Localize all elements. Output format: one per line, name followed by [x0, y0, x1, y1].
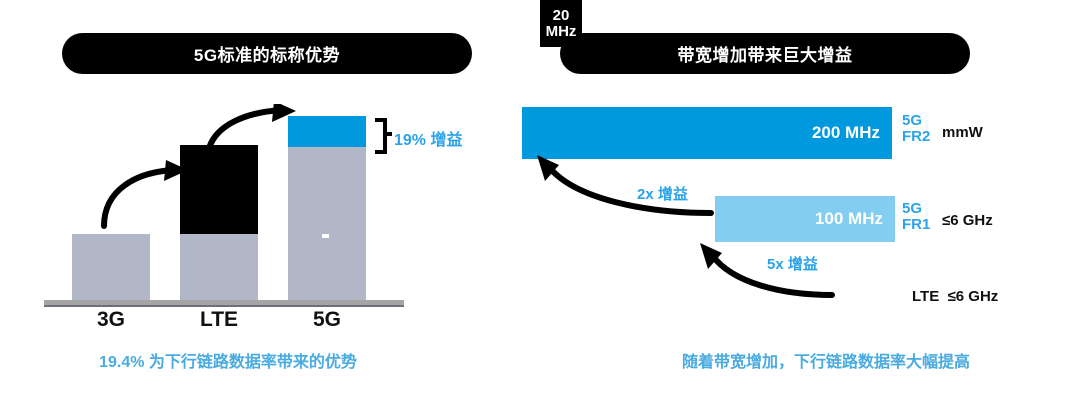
tech-label-5g-fr1: 5G FR1: [902, 201, 930, 233]
bandwidth-value-200mhz: 200 MHz: [811, 123, 880, 142]
left-panel-title: 5G标准的标称优势: [62, 33, 472, 74]
left-panel: 5G标准的标称优势 3G LTE 5G: [44, 33, 472, 371]
bandwidth-bar-lte[interactable]: 20 MHz: [540, 0, 582, 47]
bandwidth-value-100mhz: 100 MHz: [814, 209, 883, 228]
baseline-axis: [44, 300, 404, 307]
bar-lte-increment-segment: [180, 145, 258, 234]
x-axis-label-3g: 3G: [96, 308, 125, 331]
bandwidth-unit-mhz: MHz: [545, 22, 577, 40]
bandwidth-bar-5g-fr1[interactable]: 100 MHz: [715, 196, 895, 242]
right-panel: 带宽增加带来巨大增益 200 MHz 100 MHz 20 MHz 5G FR2…: [522, 0, 1080, 408]
gain-arrow-2x-icon: [537, 155, 714, 216]
x-axis-label-lte: LTE: [199, 308, 239, 331]
bar-5g-gain-segment: [288, 116, 366, 147]
bar-3g-base-segment: [72, 234, 150, 300]
gain-arrow-5x-icon: [700, 243, 835, 298]
bar-5g-base-segment: [288, 147, 366, 300]
band-label-mmw: mmW: [942, 124, 983, 141]
growth-arrow-lte-to-5g-icon: [205, 104, 296, 155]
tech-label-5g-fr1-line2: FR1: [902, 215, 931, 233]
right-panel-title: 带宽增加带来巨大增益: [560, 33, 970, 74]
gain-bracket-icon: [375, 118, 392, 154]
gain-5x-label: 5x 增益: [767, 256, 818, 273]
bar-3g[interactable]: [72, 234, 150, 300]
gain-19-percent-label: 19% 增益: [394, 132, 463, 149]
bar-lte-base-segment: [180, 234, 258, 300]
growth-arrow-3g-to-lte-icon: [101, 160, 188, 229]
bandwidth-gain-chart: 200 MHz 100 MHz 20 MHz 5G FR2 5G FR1 mmW…: [522, 0, 1080, 408]
bar-5g-tick-mark: [322, 234, 329, 238]
nominal-advantage-bar-chart: 3G LTE 5G 19% 增益 19.4% 为下行链路数据率带来的优势: [44, 104, 463, 371]
band-label-lte-freq: ≤6 GHz: [947, 288, 999, 305]
bandwidth-value-20: 20: [552, 6, 570, 24]
tech-label-5g-fr2-line2: FR2: [902, 127, 931, 145]
gain-2x-label: 2x 增益: [637, 186, 688, 203]
bandwidth-bar-5g-fr2[interactable]: 200 MHz: [522, 107, 892, 159]
tech-label-5g-fr1-line1: 5G: [902, 200, 923, 217]
band-label-sub6-fr1: ≤6 GHz: [942, 212, 993, 229]
x-axis-label-5g: 5G: [312, 308, 341, 331]
left-panel-title-text: 5G标准的标称优势: [193, 46, 341, 65]
tech-label-5g-fr2: 5G FR2: [902, 113, 930, 145]
right-panel-title-text: 带宽增加带来巨大增益: [677, 46, 853, 65]
bar-5g[interactable]: [288, 116, 366, 300]
left-panel-caption: 19.4% 为下行链路数据率带来的优势: [99, 354, 357, 371]
band-label-lte-sub6: LTE ≤6 GHz: [912, 288, 998, 305]
right-panel-caption: 随着带宽增加，下行链路数据率大幅提高: [681, 354, 970, 371]
bar-lte[interactable]: [180, 145, 258, 300]
band-label-lte-tech: LTE: [912, 288, 940, 305]
tech-label-5g-fr2-line1: 5G: [902, 112, 923, 129]
